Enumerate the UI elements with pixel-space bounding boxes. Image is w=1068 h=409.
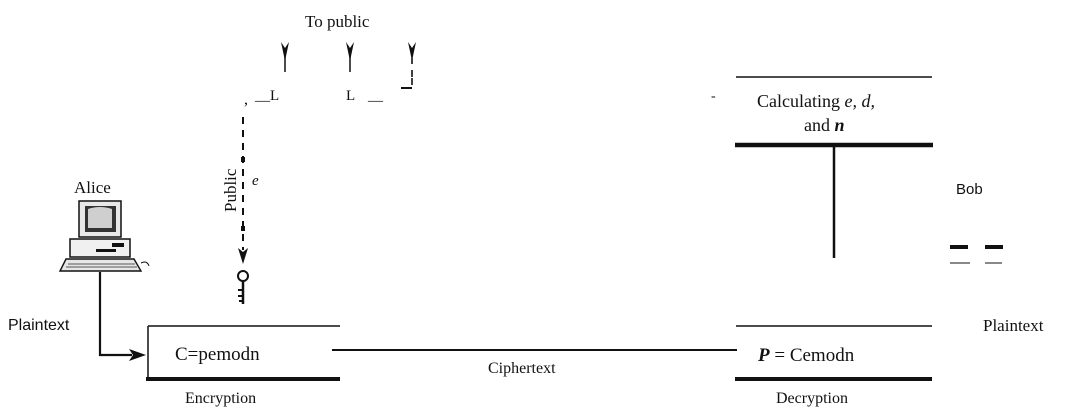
tick-left-comma: , bbox=[244, 91, 248, 108]
arrow-up-right bbox=[408, 42, 416, 68]
to-public-label: To public bbox=[305, 12, 370, 31]
decryption-formula: P = Cemodn bbox=[757, 345, 855, 366]
ciphertext-label: Ciphertext bbox=[488, 360, 556, 377]
plaintext-right-label: Plaintext bbox=[983, 316, 1044, 335]
calc-line2: and n bbox=[804, 115, 845, 135]
bracket-right bbox=[404, 70, 413, 89]
dash-dot bbox=[241, 157, 245, 162]
bob-label: Bob bbox=[956, 181, 983, 198]
tick-mid-dash: __ bbox=[367, 88, 384, 104]
plaintext-left-label: Plaintext bbox=[8, 317, 70, 334]
bob-marks bbox=[950, 245, 1003, 264]
dash-dot-2 bbox=[241, 226, 245, 231]
key-icon bbox=[237, 270, 249, 304]
public-label: Public bbox=[221, 168, 240, 212]
arrow-up-left bbox=[281, 42, 289, 72]
arrow-up-middle bbox=[346, 42, 354, 72]
encryption-formula: C=pemodn bbox=[175, 344, 260, 365]
plaintext-arrowhead bbox=[129, 349, 146, 361]
tick-left-L: __L bbox=[254, 88, 279, 104]
decryption-label: Decryption bbox=[776, 390, 848, 407]
desktop-computer-icon bbox=[58, 200, 150, 272]
arrow-down-to-key bbox=[238, 248, 248, 264]
plaintext-arrow-line bbox=[98, 272, 132, 357]
tick-mid-L: L bbox=[346, 88, 355, 104]
encryption-label: Encryption bbox=[185, 390, 256, 407]
calc-line1: Calculating e, d, bbox=[757, 91, 875, 111]
alice-label: Alice bbox=[74, 178, 111, 197]
dash-mark: - bbox=[711, 89, 716, 104]
e-variable: e bbox=[252, 173, 259, 189]
